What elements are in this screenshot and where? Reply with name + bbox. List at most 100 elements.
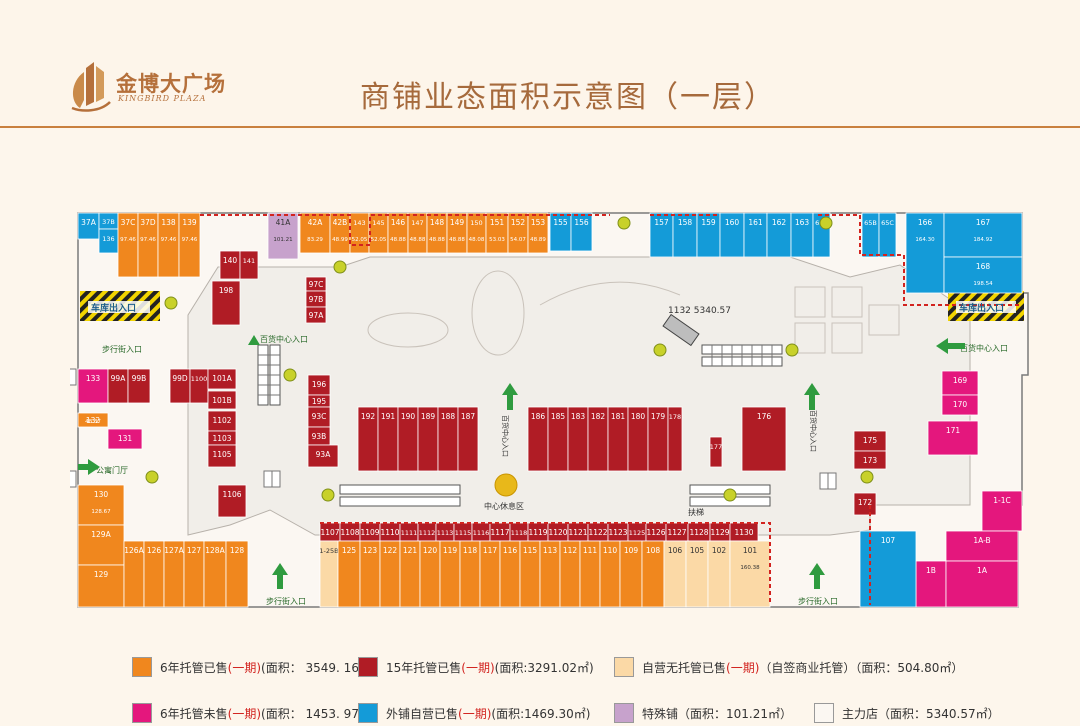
store-block[interactable] <box>127 368 151 404</box>
store-block[interactable] <box>709 436 723 468</box>
store-1113[interactable]: 1113 <box>435 522 455 542</box>
store-187[interactable]: 187 <box>457 406 479 472</box>
store-block[interactable] <box>927 420 979 456</box>
store-37b[interactable]: 37B <box>98 212 119 230</box>
store-1106[interactable]: 1106 <box>217 484 247 518</box>
store-1-1c[interactable]: 1-1C <box>981 490 1023 532</box>
store-178[interactable]: 178 <box>667 406 683 472</box>
store-155[interactable]: 155 <box>549 212 572 252</box>
store-block[interactable] <box>941 394 979 416</box>
store-block[interactable] <box>77 564 125 608</box>
store-99d[interactable]: 99D <box>169 368 191 404</box>
store-179[interactable]: 179 <box>647 406 669 472</box>
store-97c[interactable]: 97C <box>305 276 327 292</box>
store-158[interactable]: 158 <box>672 212 698 258</box>
store-block[interactable] <box>853 492 877 516</box>
store-block[interactable] <box>527 212 549 254</box>
store-block[interactable] <box>672 212 698 258</box>
store-117[interactable]: 117 <box>479 540 501 608</box>
store-172[interactable]: 172 <box>853 492 877 516</box>
store-block[interactable] <box>77 368 109 404</box>
store-107[interactable]: 107 <box>859 530 917 608</box>
store-195[interactable]: 195 <box>307 394 331 408</box>
store-block[interactable] <box>905 212 945 294</box>
store-127[interactable]: 127 <box>183 540 205 608</box>
store-118[interactable]: 118 <box>459 540 481 608</box>
store-162[interactable]: 162 <box>766 212 792 258</box>
store-1130[interactable]: 1130 <box>729 522 759 542</box>
store-1125[interactable]: 1125 <box>627 522 647 542</box>
store-171[interactable]: 171 <box>927 420 979 456</box>
store-block[interactable] <box>729 540 771 608</box>
store-121[interactable]: 121 <box>399 540 421 608</box>
store-1b[interactable]: 1B <box>915 560 947 608</box>
store-1102[interactable]: 1102 <box>207 410 237 432</box>
store-105[interactable]: 105 <box>685 540 709 608</box>
store-185[interactable]: 185 <box>547 406 569 472</box>
store-113[interactable]: 113 <box>539 540 561 608</box>
store-1a[interactable]: 1A <box>945 560 1019 608</box>
store-177[interactable]: 177 <box>709 436 723 468</box>
store-101a[interactable]: 101A <box>207 368 237 390</box>
store-1128[interactable]: 1128 <box>687 522 711 542</box>
store-1109[interactable]: 1109 <box>359 522 381 542</box>
store-block[interactable] <box>457 406 479 472</box>
store-93c[interactable]: 93C <box>307 406 331 428</box>
store-93b[interactable]: 93B <box>307 426 331 446</box>
store-159[interactable]: 159 <box>696 212 721 258</box>
store-156[interactable]: 156 <box>570 212 593 252</box>
store-1107[interactable]: 1107 <box>319 522 341 542</box>
store-116[interactable]: 116 <box>499 540 521 608</box>
store-133[interactable]: 133 <box>77 368 109 404</box>
store-136[interactable]: 136 <box>98 228 119 254</box>
store-99a[interactable]: 99A <box>107 368 129 404</box>
store-186[interactable]: 186 <box>527 406 549 472</box>
store-123[interactable]: 123 <box>359 540 381 608</box>
store-97b[interactable]: 97B <box>305 290 327 308</box>
store-1126[interactable]: 1126 <box>645 522 667 542</box>
store-196[interactable]: 196 <box>307 374 331 396</box>
store-102[interactable]: 102 <box>707 540 731 608</box>
store-189[interactable]: 189 <box>417 406 439 472</box>
store-140[interactable]: 140 <box>219 250 241 280</box>
store-175[interactable]: 175 <box>853 430 887 452</box>
store-block[interactable] <box>267 212 299 260</box>
store-1122[interactable]: 1122 <box>587 522 609 542</box>
store-block[interactable] <box>217 484 247 518</box>
store-1120[interactable]: 1120 <box>547 522 569 542</box>
store-37a[interactable]: 37A <box>77 212 100 240</box>
store-block[interactable] <box>239 250 259 280</box>
store-65c[interactable]: 65C <box>878 212 897 258</box>
store-131[interactable]: 131 <box>107 428 143 450</box>
store-1100[interactable]: 1100 <box>189 368 209 404</box>
store-block[interactable] <box>207 390 237 410</box>
store-119[interactable]: 119 <box>439 540 461 608</box>
store-block[interactable] <box>766 212 792 258</box>
store-126a[interactable]: 126A <box>123 540 145 608</box>
store-183[interactable]: 183 <box>567 406 589 472</box>
store-block[interactable] <box>299 212 331 254</box>
store-block[interactable] <box>943 256 1023 294</box>
store-115[interactable]: 115 <box>519 540 541 608</box>
store-block[interactable] <box>945 530 1019 562</box>
store-125[interactable]: 125 <box>337 540 361 608</box>
store-93a[interactable]: 93A <box>307 444 339 468</box>
store-block[interactable] <box>305 306 327 324</box>
store-157[interactable]: 157 <box>649 212 674 258</box>
store-1129[interactable]: 1129 <box>709 522 731 542</box>
store-110[interactable]: 110 <box>599 540 621 608</box>
store-block[interactable] <box>878 212 897 258</box>
